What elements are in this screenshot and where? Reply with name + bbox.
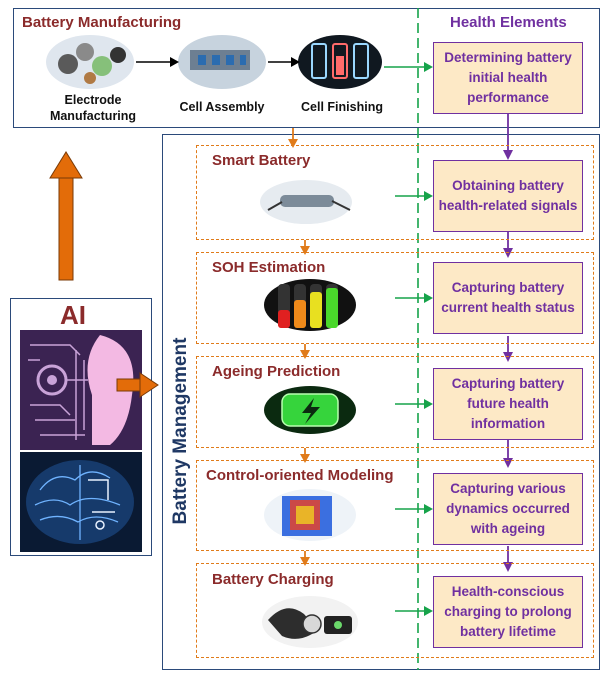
health-text-initial: Determining battery initial health perfo…: [444, 50, 572, 105]
soh-estimation-image: [264, 279, 356, 331]
battery-charging-image: [262, 596, 358, 648]
ai-brain-image: [20, 452, 142, 552]
health-text-charging: Health-conscious charging to prolong bat…: [444, 584, 572, 639]
electrode-caption: Electrode Manufacturing: [49, 93, 137, 123]
smart-battery-image: [260, 180, 352, 224]
ageing-prediction-image: [264, 386, 356, 434]
cell-assembly-caption: Cell Assembly: [179, 100, 265, 114]
cell-finishing-caption: Cell Finishing: [301, 100, 383, 114]
health-text-future-info: Capturing battery future health informat…: [451, 376, 565, 431]
stage-to-health-arrows: [395, 191, 433, 616]
health-box-current-status: Capturing battery current health status: [433, 262, 583, 334]
manufacturing-title: Battery Manufacturing: [22, 14, 182, 31]
health-box-future-info: Capturing battery future health informat…: [433, 368, 583, 440]
electrode-image: [46, 35, 134, 89]
health-box-initial: Determining battery initial health perfo…: [433, 42, 583, 114]
cell-finishing-image: [298, 35, 382, 89]
cell-assembly-image: [178, 35, 266, 89]
stage-box-smart-battery: [196, 145, 594, 240]
manufacturing-to-management-arrow: [288, 128, 298, 148]
ai-to-manufacturing-arrow: [49, 151, 83, 281]
health-box-signals: Obtaining battery health-related signals: [433, 160, 583, 232]
health-text-dynamics: Capturing various dynamics occurred with…: [446, 481, 570, 536]
stage-title-control-modeling: Control-oriented Modeling: [206, 467, 394, 484]
stage-title-ageing-prediction: Ageing Prediction: [212, 363, 341, 380]
stage-box-control-modeling: [196, 460, 594, 551]
health-elements-title: Health Elements: [450, 14, 567, 31]
health-box-charging: Health-conscious charging to prolong bat…: [433, 576, 583, 648]
manufacturing-flow-arrows: [136, 57, 300, 67]
stage-box-ageing-prediction: [196, 356, 594, 448]
stage-title-soh-estimation: SOH Estimation: [212, 259, 326, 276]
control-modeling-image: [264, 489, 356, 541]
stage-flow-arrows: [300, 240, 310, 566]
stage-title-smart-battery: Smart Battery: [212, 152, 311, 169]
stage-box-battery-charging: [196, 563, 594, 658]
stage-box-soh-estimation: [196, 252, 594, 344]
finishing-to-health-arrow: [384, 62, 433, 72]
health-text-signals: Obtaining battery health-related signals: [438, 178, 578, 213]
ai-to-management-arrow: [116, 372, 159, 398]
health-text-current-status: Capturing battery current health status: [441, 280, 575, 315]
health-box-dynamics: Capturing various dynamics occurred with…: [433, 473, 583, 545]
ai-label: AI: [60, 300, 86, 330]
stage-title-battery-charging: Battery Charging: [212, 571, 334, 588]
